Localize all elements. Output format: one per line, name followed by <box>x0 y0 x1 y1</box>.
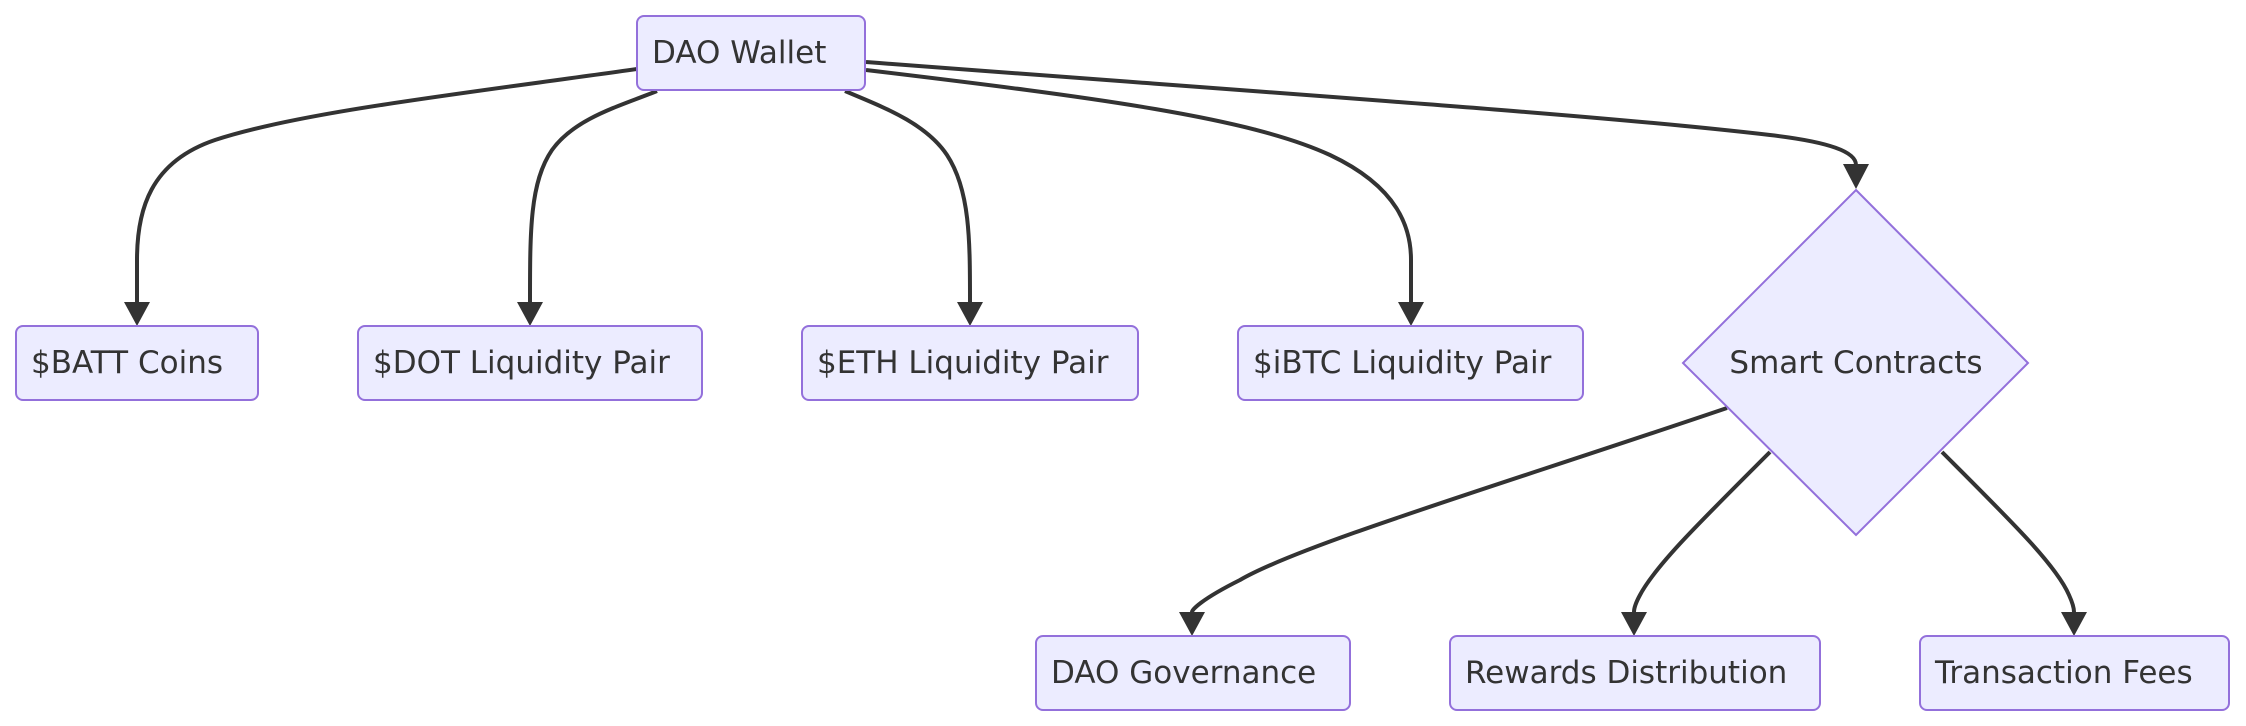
edge-dao-wallet-to-dot-pair <box>528 89 658 303</box>
arrowhead-ibtc-pair <box>1398 302 1424 326</box>
arrowhead-rewards-distribution <box>1621 612 1647 636</box>
node-dao-wallet-label: DAO Wallet <box>652 35 826 71</box>
edge-dao-wallet-to-batt-coins <box>135 67 638 302</box>
node-rewards-distribution-label: Rewards Distribution <box>1465 655 1787 691</box>
node-smart-contracts[interactable]: Smart Contracts <box>1681 188 2030 537</box>
node-dot-liquidity-pair[interactable]: $DOT Liquidity Pair <box>357 325 703 401</box>
node-batt-coins[interactable]: $BATT Coins <box>15 325 259 401</box>
arrowhead-eth-pair <box>957 302 983 326</box>
node-dao-governance-label: DAO Governance <box>1051 655 1316 691</box>
node-dot-liquidity-pair-label: $DOT Liquidity Pair <box>373 345 670 381</box>
node-transaction-fees[interactable]: Transaction Fees <box>1919 635 2230 711</box>
node-ibtc-liquidity-pair-label: $iBTC Liquidity Pair <box>1253 345 1552 381</box>
edge-dao-wallet-to-smart-contracts <box>865 60 1858 166</box>
edge-dao-wallet-to-ibtc-pair <box>865 68 1413 302</box>
arrowhead-transaction-fees <box>2061 612 2087 636</box>
node-transaction-fees-label: Transaction Fees <box>1934 655 2193 691</box>
arrowhead-batt-coins <box>124 302 150 326</box>
node-eth-liquidity-pair[interactable]: $ETH Liquidity Pair <box>801 325 1139 401</box>
node-batt-coins-label: $BATT Coins <box>31 345 223 381</box>
edge-smart-contracts-to-transaction-fees <box>1940 450 2076 613</box>
node-rewards-distribution[interactable]: Rewards Distribution <box>1449 635 1821 711</box>
node-smart-contracts-label: Smart Contracts <box>1729 345 1982 381</box>
edges <box>124 60 2087 636</box>
node-dao-wallet[interactable]: DAO Wallet <box>636 15 866 91</box>
edge-smart-contracts-to-dao-governance <box>1190 406 1728 613</box>
arrowhead-smart-contracts <box>1843 164 1869 189</box>
arrowhead-dot-pair <box>517 302 543 326</box>
edge-smart-contracts-to-rewards-distribution <box>1632 450 1772 613</box>
arrowhead-dao-governance <box>1179 612 1205 636</box>
node-dao-governance[interactable]: DAO Governance <box>1035 635 1351 711</box>
node-ibtc-liquidity-pair[interactable]: $iBTC Liquidity Pair <box>1237 325 1584 401</box>
node-eth-liquidity-pair-label: $ETH Liquidity Pair <box>817 345 1109 381</box>
edge-dao-wallet-to-eth-pair <box>844 89 972 303</box>
